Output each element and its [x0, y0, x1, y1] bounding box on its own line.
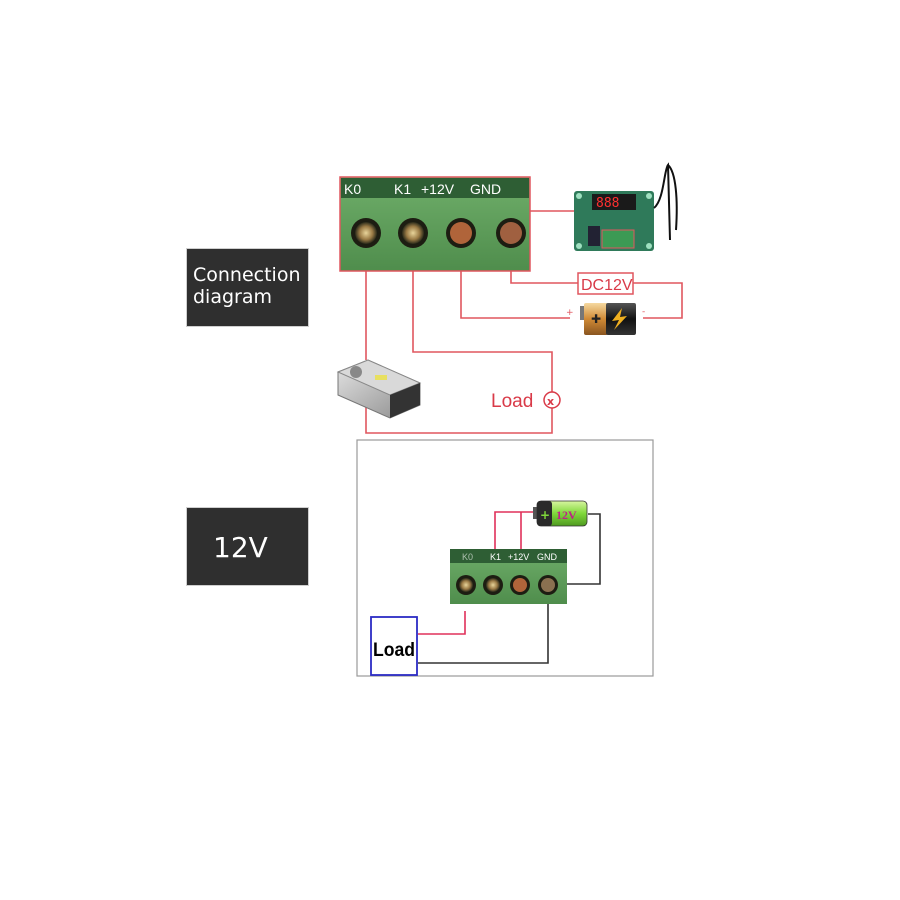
load-box-bottom: [370, 616, 418, 676]
bottom-terminal-label-gnd: GND: [537, 552, 558, 562]
wire-battery-gnd: [563, 513, 601, 585]
wire-k1-battery: [494, 511, 537, 552]
terminal-label-12v: +12V: [421, 181, 455, 197]
terminal-label-k0: K0: [344, 181, 361, 197]
terminal-label-gnd: GND: [470, 181, 501, 197]
connection-label-line-2: diagram: [193, 286, 273, 308]
thermostat-module: 888: [574, 162, 678, 251]
connection-label-line-1: Connection: [193, 264, 301, 286]
battery-12v-icon: + 12V: [533, 500, 588, 527]
terminal-label-k1: K1: [394, 181, 411, 197]
load-symbol-icon: [543, 391, 561, 409]
wire-gnd-load: [418, 592, 549, 664]
temperature-probe-cable: [653, 162, 671, 241]
load-label-bottom: Load: [373, 640, 415, 661]
wire-k1-load: [412, 252, 553, 392]
voltage-12v-label: 12V: [186, 507, 309, 586]
svg-text:✚: ✚: [591, 312, 601, 326]
power-supply-icon: [336, 359, 422, 419]
bottom-terminal-label-k0: K0: [462, 552, 473, 562]
battery-plus-sign: +: [566, 308, 574, 318]
battery-minus-sign: -: [642, 307, 645, 317]
bottom-wires: [418, 511, 601, 664]
wire-12v-battery: [460, 252, 570, 319]
battery-12v-label: 12V: [556, 508, 577, 522]
module-display: 888: [596, 196, 619, 211]
wire-supply-battery: [633, 282, 683, 319]
terminal-block-bottom: K0 K1 +12V GND: [450, 549, 567, 604]
wire-k0-load: [418, 611, 466, 635]
connection-diagram-label: Connection diagram: [186, 248, 309, 327]
dc12v-label: DC12V: [581, 277, 633, 294]
terminal-block-top: K0 K1 +12V GND: [339, 176, 531, 272]
dc12v-box: [577, 272, 634, 295]
battery-12v-plus: +: [540, 508, 550, 522]
bottom-terminal-label-k1: K1: [490, 552, 501, 562]
bottom-terminal-label-12v: +12V: [508, 552, 529, 562]
battery-icon: + - ✚: [566, 303, 645, 335]
wire-psu-load: [365, 407, 553, 434]
load-label-top: Load: [491, 391, 533, 412]
svg-text:x: x: [547, 395, 554, 408]
